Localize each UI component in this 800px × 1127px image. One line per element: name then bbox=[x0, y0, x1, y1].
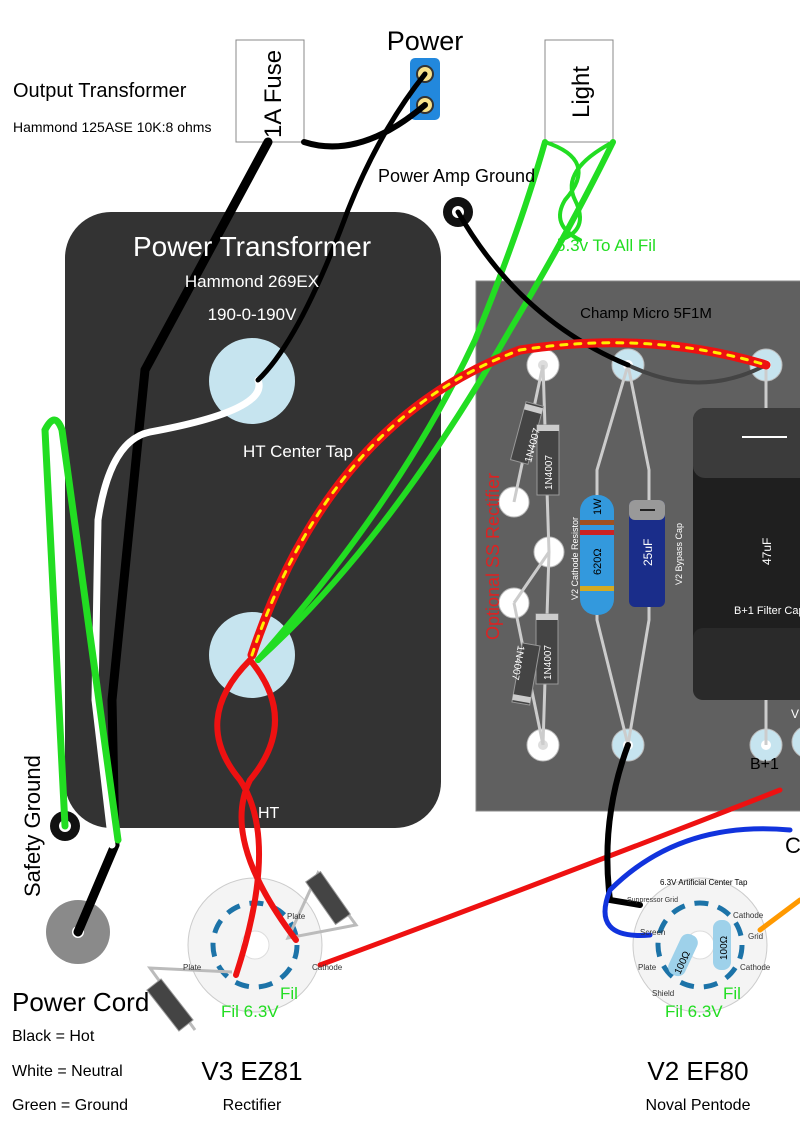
ss-rectifier-label: Optional SS Rectifier bbox=[483, 473, 503, 640]
power-transformer-model: Hammond 269EX bbox=[185, 272, 319, 291]
resistor-watt: 1W bbox=[592, 498, 604, 515]
v2-bypass-cap bbox=[629, 500, 665, 607]
wire-black-legend: Black = Hot bbox=[12, 1028, 95, 1045]
b-plus-filter-cap bbox=[693, 408, 800, 700]
v2-fil-63: Fil 6.3V bbox=[665, 1002, 723, 1021]
ht-label: HT bbox=[258, 805, 280, 822]
diode-label-2: 1N4007 bbox=[544, 455, 555, 490]
wires bbox=[41, 71, 800, 978]
v3-pin-plate-top: Plate bbox=[287, 912, 306, 921]
v3-socket-diodes bbox=[146, 870, 359, 1032]
output-transformer-label: Output Transformer bbox=[13, 80, 187, 102]
resistor-value: 620Ω bbox=[592, 548, 604, 575]
v3-pin-cathode: Cathode bbox=[312, 963, 343, 972]
fuse-holder bbox=[235, 39, 305, 143]
rectifier-diodes bbox=[509, 401, 560, 706]
filter-cap-label: B+1 Filter Cap bbox=[734, 605, 800, 617]
v3-fil: Fil bbox=[280, 984, 298, 1003]
v-label: V bbox=[791, 707, 799, 721]
power-cord-label: Power Cord bbox=[12, 987, 149, 1017]
filter-cap-value: 47uF bbox=[760, 538, 774, 565]
v2-cathode-resistor-label: V2 Cathode Resistor bbox=[570, 517, 580, 600]
v3-fil-63: Fil 6.3V bbox=[221, 1002, 279, 1021]
safety-ground-label: Safety Ground bbox=[20, 755, 45, 897]
v3-pin-plate-bottom: Plate bbox=[183, 963, 202, 972]
v3-role: Rectifier bbox=[223, 1097, 282, 1114]
v2-cathode-resistor bbox=[580, 495, 614, 615]
v2-bypass-cap-label: V2 Bypass Cap bbox=[674, 523, 684, 585]
v2-pin-shield: Shield bbox=[652, 989, 674, 998]
bypass-cap-value: 25uF bbox=[641, 539, 655, 566]
v2-artificial-ct-resistors bbox=[668, 920, 731, 977]
light-label: Light bbox=[568, 66, 595, 118]
fuse-label: 1A Fuse bbox=[260, 50, 287, 138]
power-transformer-body bbox=[65, 212, 441, 828]
v2-pin-cathode-bottom: Cathode bbox=[740, 963, 771, 972]
power-transformer-voltage: 190-0-190V bbox=[208, 305, 298, 324]
power-amp-ground-label: Power Amp Ground bbox=[378, 166, 535, 186]
c-label: C bbox=[785, 833, 800, 858]
diode-label-3: 1N4007 bbox=[543, 645, 554, 680]
v2-name: V2 EF80 bbox=[647, 1056, 748, 1086]
v2-pin-plate: Plate bbox=[638, 963, 657, 972]
v2-fil: Fil bbox=[723, 984, 741, 1003]
output-transformer-model: Hammond 125ASE 10K:8 ohms bbox=[13, 119, 211, 135]
fil-to-all-label: 6.3v To All Fil bbox=[556, 236, 656, 255]
v2-pin-grid: Grid bbox=[748, 932, 763, 941]
wire-white-legend: White = Neutral bbox=[12, 1063, 123, 1080]
v2-role: Noval Pentode bbox=[646, 1097, 751, 1114]
pilot-light bbox=[544, 39, 614, 143]
v3-name: V3 EZ81 bbox=[201, 1056, 302, 1086]
v2-pin-cathode-top: Cathode bbox=[733, 911, 764, 920]
board-title: Champ Micro 5F1M bbox=[580, 305, 712, 322]
v2-pin-screen: Screen bbox=[640, 928, 665, 937]
v2-resistor-100-b: 100Ω bbox=[719, 935, 730, 960]
power-label: Power bbox=[387, 26, 464, 56]
wire-green-legend: Green = Ground bbox=[12, 1097, 128, 1114]
ht-center-tap-label: HT Center Tap bbox=[243, 442, 353, 461]
v2-artificial-ct: 6.3V Artificial Center Tap bbox=[660, 878, 748, 887]
power-transformer-title: Power Transformer bbox=[133, 231, 371, 262]
v2-pin-suppressor: Suppressor Grid bbox=[627, 897, 678, 904]
b-plus-1-label: B+1 bbox=[750, 756, 779, 773]
